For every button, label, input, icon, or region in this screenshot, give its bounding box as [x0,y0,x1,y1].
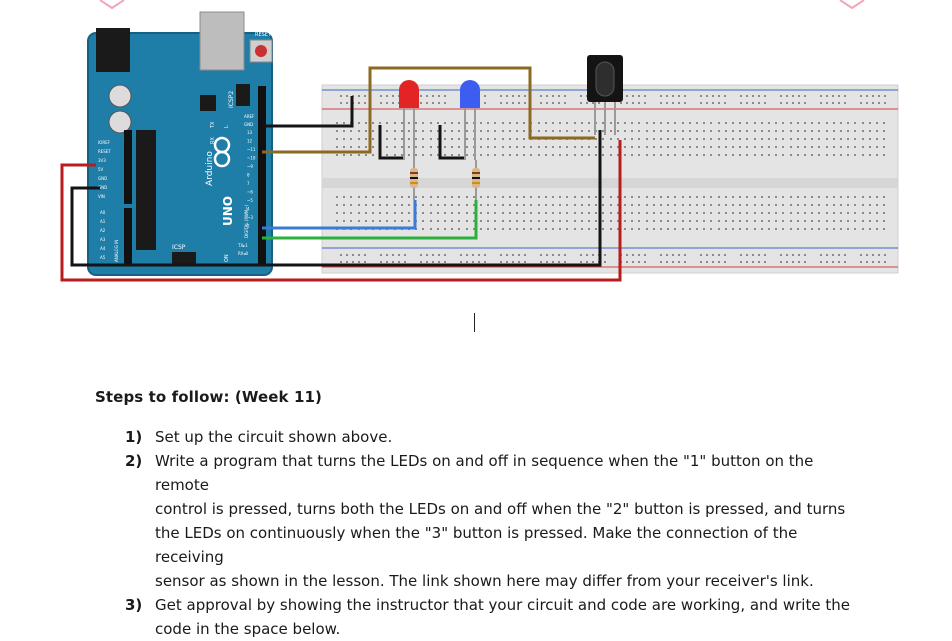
circuit-diagram: RESET ICSP2 ICSP AREF GND TX RX L ON Ard… [60,0,899,282]
ir-receiver [587,55,623,135]
step-number: 1) [125,428,143,446]
uno-label: UNO [221,196,235,226]
steps-heading: Steps to follow: (Week 11) [95,388,322,406]
pin-label: A5 [100,255,106,260]
chip [136,130,156,250]
chip [200,95,216,111]
digital-header [258,86,266,264]
pin-label: IOREF [98,140,111,145]
pin-label: 12 [247,139,253,144]
icsp-header [172,252,196,266]
pin-label: 13 [247,130,253,135]
gnd-label: GND [244,122,253,127]
step-item: 1) Set up the circuit shown above. [125,425,865,449]
pin-label: ~5 [247,198,253,203]
usb-port [199,11,245,71]
power-header [124,130,132,204]
l-led-label: L [224,125,230,128]
on-led-label: ON [224,254,230,262]
rx-pin-label: RX◂0 [238,251,249,256]
led-blue [460,80,480,160]
pin-label: A1 [100,219,106,224]
pin-label: 7 [247,181,250,186]
capacitor [108,84,132,108]
decoration-mark-left [99,0,125,10]
aref-label: AREF [244,114,255,119]
pin-label: ~10 [247,156,256,161]
text-cursor [474,313,475,332]
rx-label: RX [210,137,216,144]
step-item: 2) Write a program that turns the LEDs o… [125,449,865,593]
wire-blue-pin3 [262,200,417,230]
tx-pin-label: TX▸1 [237,243,248,248]
wire-black-led2-cathode [438,125,466,160]
led-red [399,80,419,160]
arduino-logo-icon [213,136,231,168]
pin-label: A0 [100,210,106,215]
wire-black-gnd-bottom [70,130,602,267]
pin-label: 4 [247,207,250,212]
pin-label: ~9 [247,164,253,169]
pin-label: ~3 [247,215,253,220]
breadboard [321,84,899,274]
tx-label: TX [210,121,216,129]
pin-label: 5V [98,167,104,172]
breadboard-holes [336,95,886,263]
digital-pin-labels: 13 12 ~11 ~10 ~9 8 7 ~6 ~5 4 ~3 2 [247,130,256,229]
pin-label: 8 [247,173,250,178]
analog-header [124,208,132,264]
pin-label: ~11 [247,147,256,152]
pin-label: GND [98,185,107,190]
wires [60,66,622,282]
step-item: 3) Get approval by showing the instructo… [125,593,865,641]
pin-label: ~6 [247,190,253,195]
step-number: 2) [125,452,143,470]
step-text: Write a program that turns the LEDs on a… [155,452,846,590]
wire-green-pin2 [262,200,478,240]
arduino-uno-board: RESET ICSP2 ICSP AREF GND TX RX L ON Ard… [87,11,273,276]
capacitor [108,110,132,134]
pin-label: A4 [100,246,106,251]
power-jack [96,28,130,72]
analog-in-label: ANALOG IN [114,240,119,262]
wire-black-gnd-top [262,96,354,128]
icsp-label: ICSP [172,244,186,251]
decoration-mark-right [839,0,865,10]
step-text: Set up the circuit shown above. [155,428,393,446]
resistor-2 [472,160,480,200]
power-pin-labels: IOREF RESET 3V3 5V GND GND VIN [98,140,111,199]
wire-red-5v [60,140,622,282]
step-number: 3) [125,596,143,614]
resistor-1 [410,160,418,200]
pin-label: 3V3 [98,158,106,163]
pin-label: RESET [98,149,111,154]
pin-label: 2 [247,224,250,229]
icsp2-label: ICSP2 [228,91,235,108]
pin-label: A3 [100,237,106,242]
arduino-label: Arduino [205,151,215,186]
step-text: Get approval by showing the instructor t… [155,596,850,638]
digital-label: DIGITAL (PWM~) [244,204,249,238]
wire-black-led1-cathode [378,125,405,160]
steps-list: 1) Set up the circuit shown above. 2) Wr… [125,425,865,641]
pin-label: VIN [98,194,105,199]
wire-brown-pin11 [262,66,595,154]
pin-label: A2 [100,228,106,233]
reset-label: RESET [255,32,272,38]
icsp2-header [236,84,250,106]
pin-label: GND [98,176,107,181]
